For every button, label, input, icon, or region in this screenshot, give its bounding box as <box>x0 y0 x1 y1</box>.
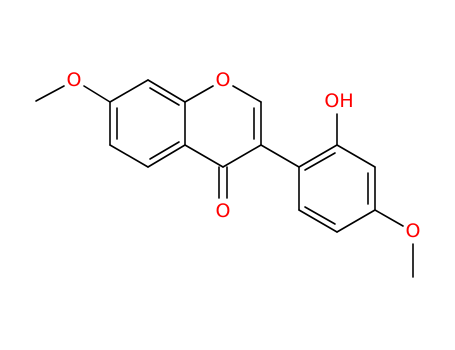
bond-c4prime-c5prime <box>336 209 376 233</box>
bond-c4prime-oxygen <box>374 209 404 227</box>
bond-c3-c4 <box>222 144 262 168</box>
bond-c1prime-c2prime-inner <box>304 152 336 171</box>
atom-methoxy-right-oxygen: O <box>406 220 421 242</box>
bond-c5-c6 <box>109 144 149 168</box>
bond-c8-c8a-inner <box>149 87 180 106</box>
bond-c8-c8a <box>147 79 186 103</box>
bond-group <box>35 79 414 278</box>
bond-c5prime-c6prime <box>298 209 338 233</box>
atom-hydroxyl: OH <box>324 90 353 112</box>
bond-methyl-left-oxygen <box>35 85 65 102</box>
bond-c2prime-c3prime <box>336 144 376 168</box>
atom-methoxy-left-oxygen: O <box>67 69 82 91</box>
bond-c1prime-c2prime <box>298 144 338 168</box>
bond-c5prime-c6prime-inner <box>304 206 336 225</box>
bond-c4a-c5 <box>147 144 186 168</box>
atom-carbonyl-oxygen: O <box>216 200 231 222</box>
atom-label-group: O O OH O O <box>67 69 421 242</box>
bond-oxygen-c7 <box>83 85 111 103</box>
bond-c8a-o1 <box>184 85 214 103</box>
bond-c7-c8 <box>109 79 149 103</box>
bond-c4-c4a <box>184 144 224 168</box>
bond-o1-c2 <box>232 85 262 103</box>
bond-c4a-c5-inner <box>149 141 180 160</box>
atom-ring-oxygen: O <box>216 69 231 91</box>
bond-c3-c1prime <box>260 144 300 168</box>
